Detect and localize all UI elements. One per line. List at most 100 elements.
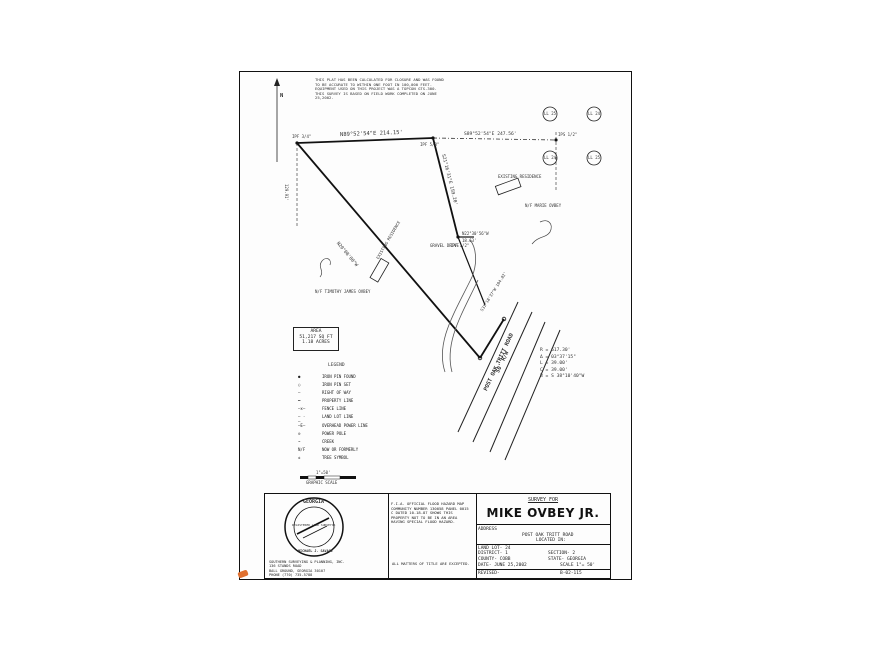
legend-row: ✲ TREE SYMBOL [298, 454, 388, 462]
legend-label: FENCE LINE [322, 406, 347, 412]
north-adjoining-line [432, 137, 557, 141]
existing-residence-east-label: EXISTING RESIDENCE [498, 174, 542, 179]
gravel-drive-label: GRAVEL DRIVE [430, 243, 459, 248]
revised-label: REVISED- [478, 571, 500, 576]
address-label: ADDRESS [478, 527, 497, 532]
legend-row: — RIGHT OF WAY [298, 389, 388, 397]
legend-label: IRON PIN SET [322, 382, 351, 388]
curve-data: R = 617.30' Δ = 03°37'15" L = 39.00' C =… [540, 348, 584, 381]
survey-for-label: SURVEY FOR [527, 497, 559, 503]
pin-label: IPF 1/2" [450, 243, 470, 248]
company-line: SOUTHERN SURVEYING & PLANNING, INC. [269, 560, 345, 564]
company-info: SOUTHERN SURVEYING & PLANNING, INC. 136 … [269, 560, 345, 577]
legend-symbol: –E– [298, 422, 306, 428]
located-in-label: LOCATED IN: [536, 538, 566, 543]
legend-symbol: ⊙ [298, 430, 301, 436]
survey-plat-sheet: THIS PLAT HAS BEEN CALCULATED FOR CLOSUR… [239, 71, 632, 580]
north-property-line [296, 137, 434, 144]
legend-title: LEGEND [328, 363, 345, 368]
east-line-to-road [457, 236, 486, 306]
title-block: GEORGIA REGISTERED LAND SURVEYOR MICHAEL… [264, 493, 611, 579]
jog-length: 18.63' [462, 238, 477, 243]
bearing-jog: N22°30'56"W [462, 231, 489, 236]
legend-row: –x– FENCE LINE [298, 405, 388, 413]
client-name: MIKE OVBEY JR. [486, 506, 600, 520]
legend-label: TREE SYMBOL [322, 454, 349, 460]
scale-label: GRAPHIC SCALE [306, 480, 338, 485]
legend-label: CREEK [322, 438, 335, 444]
legend-label: RIGHT OF WAY [322, 390, 351, 396]
legend-label: PROPERTY LINE [322, 398, 354, 404]
legend-symbol: ● [298, 374, 301, 379]
legend-row: – · – LAND LOT LINE [298, 413, 388, 425]
land-lot-markers [542, 106, 602, 166]
legend-symbol: ~ [298, 438, 301, 444]
creek-icon [319, 258, 331, 278]
seal-mid-text: REGISTERED LAND SURVEYOR [292, 523, 336, 527]
post-oak-tritt-road [457, 301, 561, 461]
west-line-length: 129.91' [284, 184, 289, 201]
curve-length: L = 39.00' [540, 361, 568, 366]
area-acres: 1.18 ACRES [302, 340, 330, 346]
surveyor-seal-icon [284, 497, 344, 557]
legend-row: ━PROPERTY LINE [298, 397, 388, 405]
company-line: BALL GROUND, GEORGIA 30107 [269, 568, 326, 573]
company-line: 136 STANDS ROAD [269, 564, 302, 569]
west-diagonal-line [296, 142, 481, 359]
legend: LEGEND ● IRON PIN FOUND ○ IRON PIN SET — RI… [298, 363, 388, 462]
land-lot-label: LL 25 [588, 155, 601, 160]
address-value: POST OAK TRITT ROAD [522, 533, 574, 538]
survey-accuracy-note: THIS PLAT HAS BEEN CALCULATED FOR CLOSUR… [315, 77, 444, 101]
legend-row: ● IRON PIN FOUND [298, 373, 388, 381]
creek-icon [531, 220, 552, 245]
nf-timothy-ovbey-label: N/F TIMOTHY JAMES OVBEY [315, 289, 371, 294]
legend-symbol: ○ [298, 382, 301, 388]
legend-row: ⊙ POWER POLE [298, 430, 388, 438]
area-title: AREA [310, 329, 322, 334]
north-label: N [280, 93, 284, 99]
flood-hazard-note: F.I.A. OFFICIAL FLOOD HAZARD MAP COMMUNI… [391, 501, 469, 525]
nf-marie-ovbey-label: N/F MARIE OVBEY [525, 203, 562, 208]
scale-value: SCALE 1"= 50' [560, 563, 596, 568]
area-box: AREA 51,217 SQ FT 1.18 ACRES [293, 327, 339, 351]
date-value: DATE- JUNE 25,2002 [478, 563, 527, 568]
legend-row: ○ IRON PIN SET [298, 381, 388, 389]
legend-row: ~ CREEK [298, 438, 388, 446]
legend-label: IRON PIN FOUND [322, 374, 356, 379]
legend-label: LAND LOT LINE [322, 414, 354, 420]
residence-east [494, 177, 522, 196]
land-lot-label: LL 24 [588, 111, 601, 116]
legend-symbol: – · – [298, 414, 306, 425]
residence-west [369, 257, 390, 283]
area-sqft: 51,217 SQ FT [299, 334, 333, 340]
gravel-drive-line [441, 239, 476, 373]
land-lot-label: LL 25 [544, 111, 557, 116]
north-arrow-icon [274, 78, 280, 162]
road-frontage-line [479, 318, 505, 359]
info-cell: SURVEY FOR MIKE OVBEY JR. ADDRESS POST O… [476, 494, 610, 578]
legend-row: –E–OVERHEAD POWER LINE [298, 422, 388, 430]
seal-top-text: GEORGIA [303, 499, 325, 505]
county-value: COUNTY- COBB [478, 557, 511, 562]
legend-symbol: — [298, 390, 301, 396]
bearing-north-east: S89°52'54"E 247.56' [464, 132, 517, 137]
curve-delta: Δ = 03°37'15" [540, 354, 576, 360]
pin-label: IPS 1/2" [558, 132, 578, 137]
legend-label: POWER POLE [322, 430, 347, 436]
section-value: SECTION- 2 [548, 551, 576, 556]
pin-label: IPF 3/4" [292, 134, 312, 139]
state-value: STATE- GEORGIA [548, 557, 586, 562]
legend-symbol: N/F [298, 446, 306, 452]
legend-symbol: –x– [298, 406, 306, 412]
land-lot-value: LAND LOT- 24 [478, 546, 511, 551]
job-number: B-02-115 [560, 571, 582, 576]
graphic-scale [300, 475, 356, 480]
seal-bottom-text: MICHAEL J. SAVAGE [298, 549, 333, 553]
legend-symbol: ✲ [298, 454, 301, 460]
curve-radius: R = 617.30' [540, 348, 571, 353]
plat-drawing [274, 78, 602, 480]
company-line: PHONE (770) 735-5788 [269, 572, 313, 577]
district-value: DISTRICT- 1 [478, 551, 508, 556]
inner-east-line [432, 137, 459, 238]
